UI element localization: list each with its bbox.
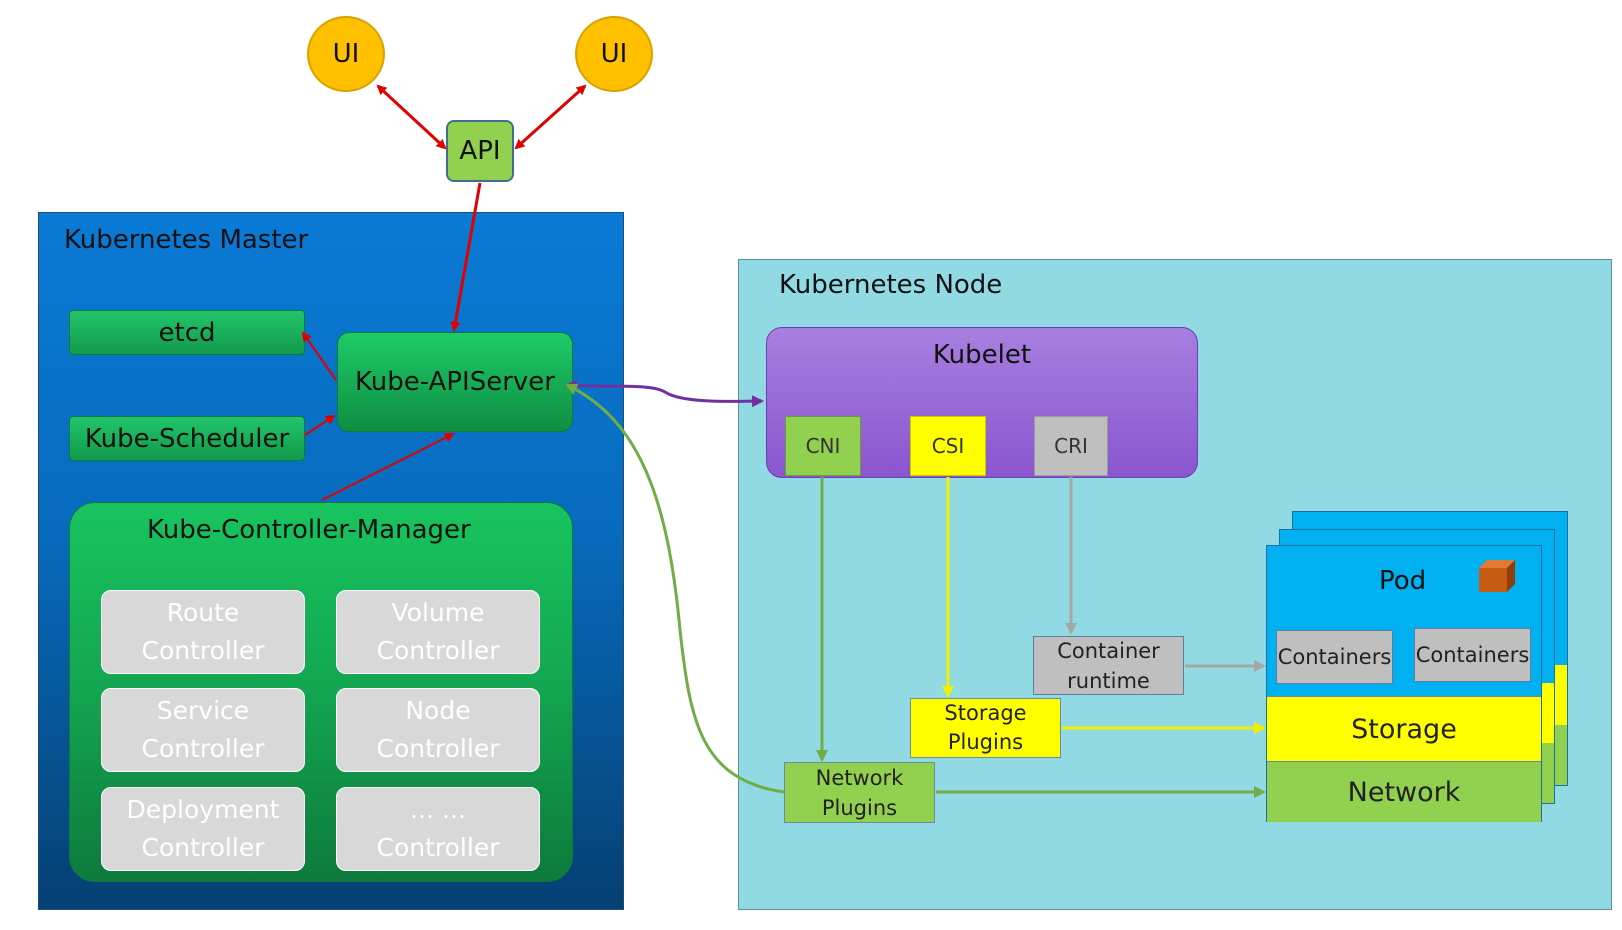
kube-apiserver-label: Kube-APIServer (355, 367, 555, 397)
containers-1-label: Containers (1277, 645, 1392, 669)
csi-interface[interactable]: CSI (910, 416, 986, 476)
other-controller-line2: Controller (376, 833, 500, 862)
cni-interface[interactable]: CNI (785, 416, 861, 476)
arrow-network-plugins-apiserver (565, 383, 785, 794)
containers-box-2[interactable]: Containers (1414, 628, 1531, 682)
node-controller-line2: Controller (376, 734, 500, 763)
pod-network-label: Network (1347, 776, 1461, 808)
arrow-api-apiserver (450, 182, 482, 332)
service-controller-line1: Service (156, 696, 250, 725)
other-controller-line1: ... ... (410, 795, 466, 824)
pod-storage[interactable]: Storage (1267, 696, 1541, 761)
containers-2-label: Containers (1415, 643, 1530, 667)
volume-controller-line1: Volume (391, 598, 485, 627)
deployment-controller-line1: Deployment (126, 795, 280, 824)
arrow-apiserver-etcd (301, 331, 337, 381)
arrow-ui-right-api (514, 84, 587, 150)
node-title: Kubernetes Node (779, 270, 1003, 300)
container-cube-icon (1479, 560, 1515, 592)
arrow-apiserver-kubelet (565, 379, 764, 408)
cri-label: CRI (1054, 434, 1088, 458)
container-runtime-box[interactable]: Container runtime (1033, 636, 1184, 695)
node-controller-line1: Node (405, 696, 471, 725)
storage-plugins-line2: Plugins (947, 730, 1024, 754)
network-plugins-line1: Network (815, 765, 904, 790)
other-controller[interactable]: ... ... Controller (336, 787, 540, 871)
route-controller-line1: Route (166, 598, 240, 627)
containers-box-1[interactable]: Containers (1276, 630, 1393, 684)
pod-title: Pod (1379, 566, 1427, 596)
arrow-kcm-apiserver (321, 433, 455, 501)
cri-interface[interactable]: CRI (1034, 416, 1108, 476)
ui-client-right[interactable]: UI (575, 16, 653, 92)
route-controller-line2: Controller (141, 636, 265, 665)
ui-left-label: UI (332, 39, 360, 69)
kube-apiserver-box[interactable]: Kube-APIServer (337, 332, 573, 432)
csi-label: CSI (931, 434, 965, 458)
pod-storage-label: Storage (1351, 713, 1457, 745)
pod-network[interactable]: Network (1267, 761, 1541, 822)
arrow-ui-left-api (376, 84, 447, 150)
container-runtime-line2: runtime (1067, 668, 1150, 693)
api-label: API (459, 136, 501, 166)
ui-right-label: UI (600, 39, 628, 69)
service-controller-line2: Controller (141, 734, 265, 763)
master-title: Kubernetes Master (64, 225, 309, 255)
etcd-box[interactable]: etcd (69, 310, 305, 355)
api-box[interactable]: API (446, 120, 514, 182)
kube-controller-manager-title: Kube-Controller-Manager (147, 515, 471, 545)
etcd-label: etcd (158, 317, 216, 348)
kube-scheduler-label: Kube-Scheduler (84, 423, 290, 454)
deployment-controller-line2: Controller (141, 833, 265, 862)
arrow-scheduler-apiserver (304, 414, 336, 436)
ui-client-left[interactable]: UI (307, 16, 385, 92)
volume-controller-line2: Controller (376, 636, 500, 665)
kubelet-title: Kubelet (932, 340, 1032, 370)
container-runtime-line1: Container (1057, 638, 1160, 663)
kube-scheduler-box[interactable]: Kube-Scheduler (69, 416, 305, 461)
cni-label: CNI (805, 434, 841, 458)
network-plugins-line2: Plugins (821, 795, 898, 820)
storage-plugins-line1: Storage (944, 701, 1027, 725)
